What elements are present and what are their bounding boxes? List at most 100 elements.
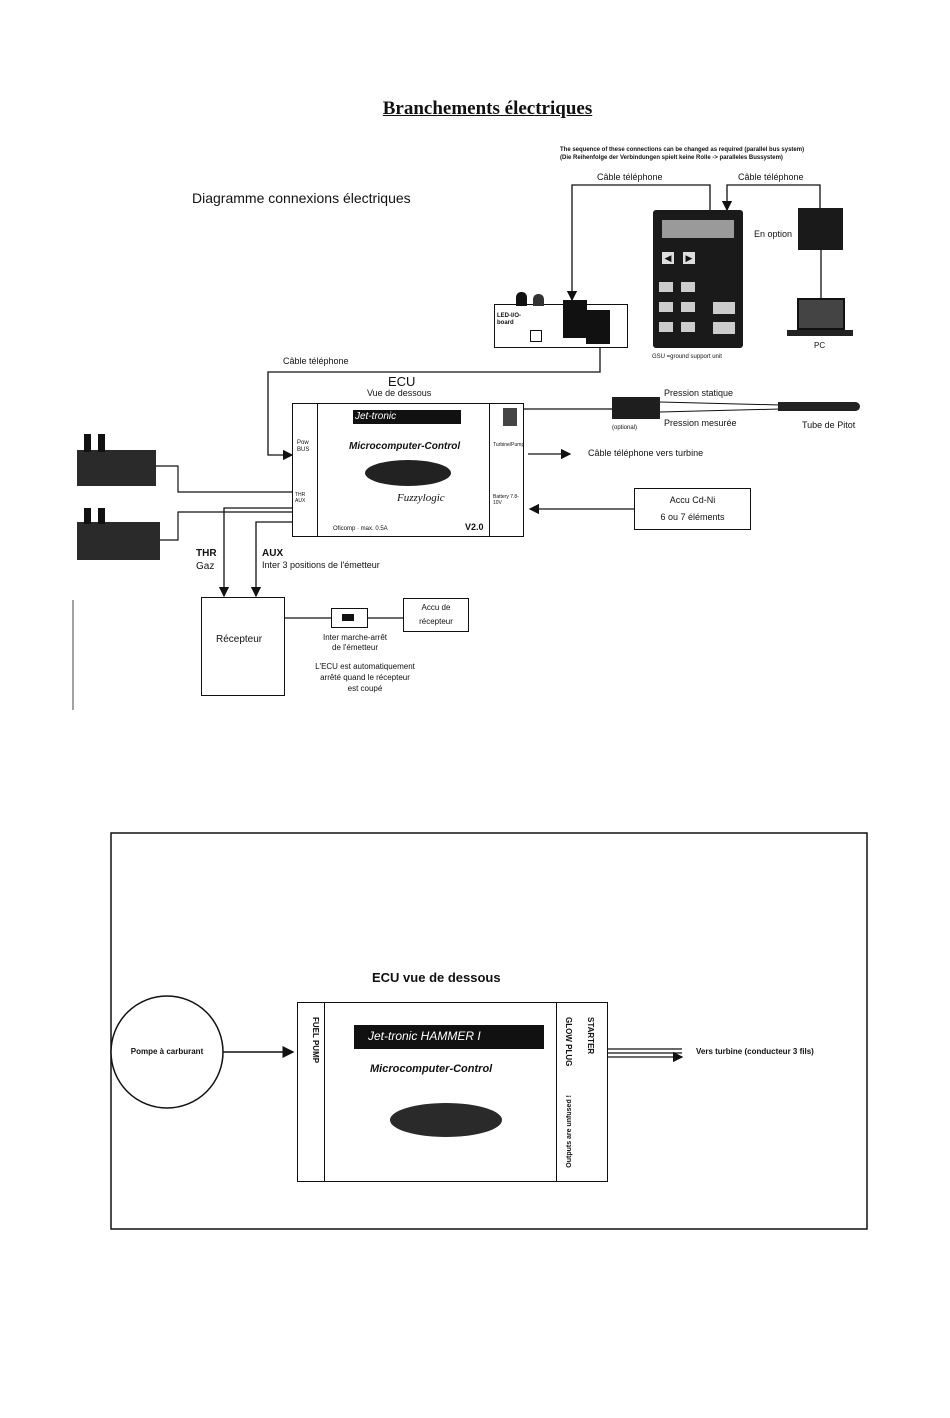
ecu-box: Jet-tronic Microcomputer-Control Fuzzylo… [292,403,524,537]
pressure-sensor [612,397,660,419]
ecu-left-strip [293,404,318,536]
aux-label: AUX [262,548,284,559]
board-2-plug [84,508,91,524]
page-title: Branchements électriques [382,98,593,119]
pc-icon [797,298,845,330]
gsu-device: ◀ ▶ [653,210,743,348]
aux-desc: Inter 3 positions de l'émetteur [262,560,380,570]
diagram-heading: Diagramme connexions électriques [192,190,411,206]
pressure-static-label: Pression statique [664,388,734,398]
gsu-key [681,322,695,332]
ecu-off-note-1: L'ECU est automatiquement [315,662,415,671]
ecu-micro-label: Microcomputer-Control [349,441,461,452]
thr-label: THR [196,548,217,559]
ecu-bus-ports: THR AUX [295,492,306,504]
ecu-off-note-3: est coupé [347,684,383,693]
bottom-frame [110,832,868,1230]
switch-caption-1: Inter marche-arrêt [322,633,388,642]
gsu-key [681,302,695,312]
led-icon [516,292,527,306]
hammer-banner [354,1025,544,1049]
led-icon [533,294,544,306]
starter-label: STARTER [586,1017,595,1055]
fuel-pump-label: Pompe à carburant [130,1047,204,1056]
ecu-label: ECU [388,374,416,389]
ecu-battery-port: Battery 7.8-10V [493,494,519,506]
en-option-label: En option [754,229,793,239]
gsu-display [662,220,734,238]
outputs-unfused-label: Outputs are unfused ! [566,1095,573,1168]
cable-label-3: Câble téléphone [283,356,349,366]
accu-rx-2: récepteur [419,617,453,626]
accu-line1: Accu Cd-Ni [669,495,716,505]
cable-thr [218,507,300,598]
cable-board1 [156,465,292,493]
ecu-port-block [503,408,517,426]
switch-knob-icon [342,614,354,621]
pitot-label: Tube de Pitot [802,420,856,430]
cable-label-2: Câble téléphone [738,172,804,182]
bottom-micro-label: Microcomputer-Control [370,1063,493,1075]
ecu-fuzzy-label: Fuzzylogic [397,492,445,504]
pitot-tube [778,402,860,411]
gsu-key [659,322,673,332]
bottom-heading: ECU vue de dessous [372,970,501,985]
cable-option-to-gsu [721,184,821,212]
gsu-caption: GSU =ground support unit [652,354,722,360]
bus-note-en: The sequence of these connections can be… [560,147,805,153]
phone-socket [586,310,610,344]
ecu-bottom-right-strip [556,1003,609,1181]
jetronic-logo [365,460,451,486]
gsu-key [713,302,735,314]
board-1 [77,450,156,486]
ecu-left-port: Pow BUS [297,440,310,453]
glow-plug-label: GLOW PLUG [564,1017,573,1067]
ecu-brand: Jet-tronic [355,411,397,422]
cable-led-to-ecu [267,345,601,461]
tube-measured [659,408,781,413]
ecu-sub-label: Vue de dessous [367,388,432,398]
gsu-key [659,282,673,292]
gsu-key [713,322,735,334]
accu-rx-1: Accu de [421,603,451,612]
gaz-label: Gaz [196,561,215,572]
receiver-label: Récepteur [216,634,263,645]
optional-label: (optional) [612,425,638,431]
bus-note-de: (Die Reihenfolge der Verbindungen spielt… [560,155,783,161]
board-1-plug [84,434,91,452]
cable-turbine-label: Câble téléphone vers turbine [588,448,704,458]
pressure-measured-label: Pression mesurée [664,418,737,428]
board-2 [77,522,160,560]
led-board-label: LED-I/O-board [497,313,521,326]
cable-board2 [160,511,292,541]
option-module [798,208,843,250]
on-off-switch [331,608,368,628]
hammer-brand: Jet-tronic HAMMER I [368,1029,481,1043]
phone-socket [563,300,587,338]
ecu-footer: Oficomp · max. 0.5A [333,526,388,532]
board-2-plug [98,508,105,524]
led-button [530,330,542,342]
pc-label: PC [814,341,826,350]
ecu-version: V2.0 [465,522,484,532]
gsu-key [659,302,673,312]
ecu-brand-banner [353,410,461,424]
tube-static [659,401,781,406]
cable-label-1: Câble téléphone [597,172,663,182]
cable-gsu-to-led [566,184,711,302]
board-1-plug [98,434,105,452]
ecu-right-strip [489,404,524,536]
arrow-right-icon: ▶ [683,252,695,264]
receiver-box: Récepteur [201,597,285,696]
ecu-off-note-2: arrêté quand le récepteur [320,673,410,682]
jetronic-logo-bottom [390,1103,502,1137]
ecu-bottom-left-strip [298,1003,325,1181]
pc-keyboard [787,330,853,336]
ecu-bottom-box: FUEL PUMP GLOW PLUG STARTER Outputs are … [297,1002,608,1182]
gsu-key [681,282,695,292]
ecu-right-port: Turbine/Pump [493,442,525,448]
accu-receiver-box: Accu de récepteur [403,598,469,632]
accu-line2: 6 ou 7 éléments [660,512,725,522]
to-turbine-label: Vers turbine (conducteur 3 fils) [696,1047,814,1056]
accu-cdni-box: Accu Cd-Ni 6 ou 7 éléments [634,488,751,530]
